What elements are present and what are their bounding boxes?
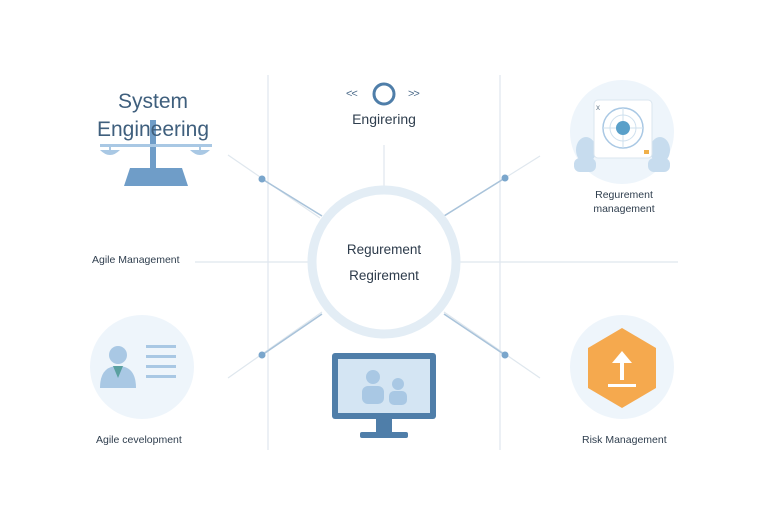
connector-dot xyxy=(258,175,266,183)
risk-management-label: Risk Management xyxy=(582,434,667,446)
system-engineering-title: System Engineering xyxy=(78,88,228,144)
svg-text:x: x xyxy=(596,103,600,112)
upload-arrow-hexagon-icon xyxy=(570,315,674,419)
connector-dot xyxy=(501,174,509,182)
connector-lower-right-dot xyxy=(443,313,506,356)
connector-lower-left-dot xyxy=(261,313,323,356)
agile-development-label: Agile cevelopment xyxy=(96,434,182,446)
connector-lower-right xyxy=(443,311,541,379)
requirement-management-line2: management xyxy=(593,203,655,215)
system-engineering-line1: System xyxy=(117,90,188,113)
connector-upper-left-dot xyxy=(261,178,323,217)
connector-upper-right-dot xyxy=(443,177,506,217)
center-hub-text: Regurement Regirement xyxy=(309,237,459,289)
engineering-label: Engirering xyxy=(352,111,416,127)
ring-icon xyxy=(372,82,396,106)
prev-arrow-icon[interactable]: << xyxy=(346,88,358,100)
center-hub-line2: Regirement xyxy=(349,268,419,283)
connector-dot xyxy=(258,351,266,359)
center-hub-line1: Regurement xyxy=(346,242,422,257)
agile-management-label: Agile Management xyxy=(92,254,180,266)
system-engineering-line2: Engineering xyxy=(96,118,210,141)
balance-scale-icon xyxy=(100,120,212,186)
connector-lower-left xyxy=(227,311,323,379)
center-hub-circle xyxy=(307,185,461,339)
next-arrow-icon[interactable]: >> xyxy=(408,88,420,100)
requirement-management-label: Regurement management xyxy=(572,188,676,216)
requirement-management-line1: Regurement xyxy=(595,189,653,201)
connector-dot xyxy=(501,351,509,359)
person-with-list-icon xyxy=(90,315,194,419)
monitor-with-people-icon xyxy=(332,353,436,438)
target-dial-icon: x xyxy=(570,80,674,184)
